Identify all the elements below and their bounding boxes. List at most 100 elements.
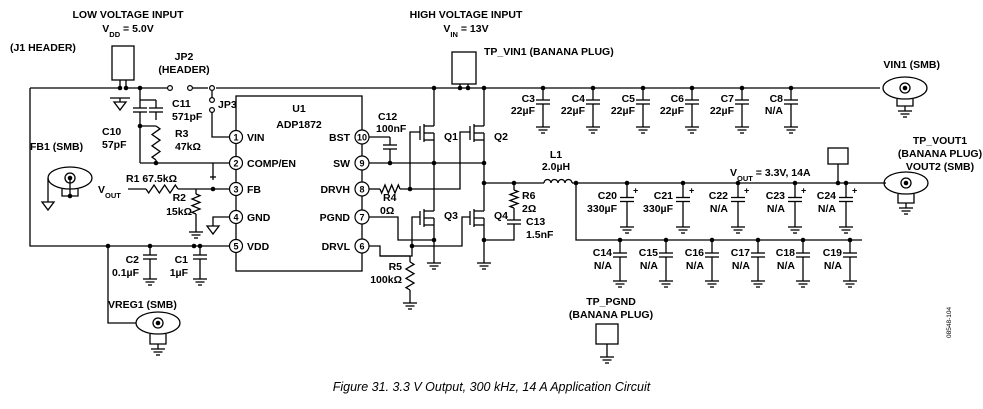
resistor <box>145 183 179 195</box>
r5-ref: R5 <box>389 261 403 273</box>
output-cap-value: N/A <box>686 260 705 272</box>
wire <box>897 194 915 204</box>
output-cap-ref: C15 <box>639 247 658 259</box>
pin-name: DRVL <box>322 241 351 253</box>
smb-connector <box>47 166 93 190</box>
pin-circle-1 <box>228 129 244 145</box>
junction-dot <box>573 180 579 186</box>
q2-label: Q2 <box>494 131 508 143</box>
ic-part: ADP1872 <box>276 119 322 131</box>
output-cap-value: N/A <box>710 203 729 215</box>
pin-number: 3 <box>233 185 238 195</box>
junction-dot <box>105 243 111 249</box>
wire <box>149 334 167 345</box>
wire <box>211 112 229 138</box>
pin-circle-2 <box>228 155 244 171</box>
pin-number: 4 <box>233 213 238 223</box>
junction-dot <box>123 85 129 91</box>
r2-ref: R2 <box>173 192 187 204</box>
pin-number: 1 <box>233 133 238 143</box>
junction-dot <box>155 320 161 326</box>
polarity-mark: + <box>801 186 806 196</box>
q4-label: Q4 <box>494 210 508 222</box>
polarity-mark: + <box>689 186 694 196</box>
pin-number: 9 <box>359 159 364 169</box>
output-cap-ref: C24 <box>817 190 836 202</box>
c11-ref: C11 <box>172 98 191 110</box>
input-cap-value: N/A <box>765 105 784 117</box>
pin-number: 5 <box>233 242 238 252</box>
pin-name: VDD <box>247 241 270 253</box>
input-cap-value: 22µF <box>611 105 636 117</box>
r3-ref: R3 <box>175 128 189 140</box>
output-cap-value: N/A <box>767 203 786 215</box>
smb-center <box>152 317 164 329</box>
pin-circle-10 <box>354 129 370 145</box>
vin1-smb-label: VIN1 (SMB) <box>883 59 940 71</box>
junction-dot <box>67 193 73 199</box>
junction-dot <box>903 180 909 186</box>
junction-dot <box>431 160 437 166</box>
jp2-label: JP2 <box>175 51 194 63</box>
pin-circle-3 <box>228 181 244 197</box>
tp-pgnd-label: TP_PGND <box>586 296 636 308</box>
r6-value: 2Ω <box>522 203 536 215</box>
r6-ref: R6 <box>522 190 536 202</box>
ground-triangle <box>40 201 56 212</box>
wire <box>369 216 420 257</box>
inductor-coil <box>550 178 559 184</box>
terminal-circle <box>209 84 216 91</box>
output-cap-ref: C21 <box>654 190 673 202</box>
c2-value: 0.1µF <box>112 267 140 279</box>
output-cap-value: N/A <box>824 260 843 272</box>
inductor-coil <box>543 178 552 184</box>
wires <box>29 80 915 352</box>
input-cap-ref: C3 <box>522 93 536 105</box>
tp-vin1-plug <box>451 51 477 85</box>
q3-label: Q3 <box>444 210 458 222</box>
high-voltage-input-label: HIGH VOLTAGE INPUT <box>410 9 523 21</box>
input-cap-ref: C6 <box>671 93 685 105</box>
output-cap-ref: C19 <box>823 247 842 259</box>
input-cap-value: 22µF <box>511 105 536 117</box>
wire <box>484 232 515 241</box>
smb-connector <box>135 311 181 335</box>
wire <box>369 216 434 241</box>
r1-label: R1 67.5kΩ <box>126 173 177 185</box>
resistor <box>190 193 202 215</box>
figure-id: 08548-104 <box>946 306 953 338</box>
output-cap-ref: C16 <box>685 247 704 259</box>
c11-value: 571pF <box>172 111 203 123</box>
resistor <box>150 125 162 161</box>
junction-dot <box>465 85 471 91</box>
pin-name: DRVH <box>320 184 350 196</box>
wire <box>29 88 236 247</box>
c13-ref: C13 <box>526 216 545 228</box>
junction-dot <box>511 180 517 186</box>
junction-dot <box>67 175 73 181</box>
tp-vout1-label: TP_VOUT1 <box>913 135 967 147</box>
c10-ref: C10 <box>102 126 121 138</box>
pin-circle-6 <box>354 238 370 254</box>
tp-vout1-plug-label: (BANANA PLUG) <box>898 148 982 160</box>
pin-number: 6 <box>359 242 364 252</box>
j1-header-label: (J1 HEADER) <box>10 42 76 54</box>
input-cap-value: 22µF <box>660 105 685 117</box>
r5-value: 100kΩ <box>370 274 402 286</box>
pin-circle-8 <box>354 181 370 197</box>
resistor <box>404 261 416 291</box>
terminal-circle <box>187 84 194 91</box>
ground-triangle <box>205 225 221 236</box>
wire <box>412 216 470 247</box>
tp-vin1-label: TP_VIN1 (BANANA PLUG) <box>484 46 614 58</box>
smb-center <box>899 82 911 94</box>
output-cap-value: N/A <box>777 260 796 272</box>
output-cap-value: N/A <box>640 260 659 272</box>
ground-triangle <box>112 101 128 112</box>
wire <box>896 99 914 107</box>
junction-dot <box>137 123 143 129</box>
input-cap-ref: C7 <box>721 93 735 105</box>
r4-ref: R4 <box>383 192 397 204</box>
